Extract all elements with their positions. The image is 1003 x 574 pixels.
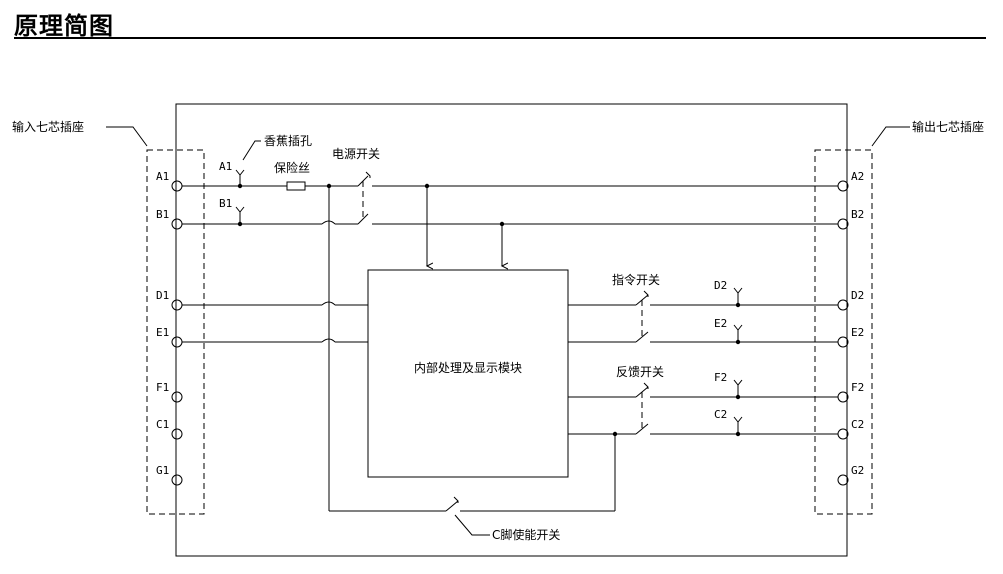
fuse-symbol — [286, 181, 306, 191]
output-socket-leader — [871, 126, 910, 147]
jack-f2-symbol — [733, 379, 743, 397]
pin-d2-label: D2 — [851, 289, 864, 302]
wire-b-line — [182, 220, 838, 225]
pin-g1-circle — [171, 474, 183, 486]
jack-c2-label: C2 — [714, 408, 727, 421]
pin-c2-circle — [837, 428, 849, 440]
pin-b1-label: B1 — [156, 208, 169, 221]
pin-d1-label: D1 — [156, 289, 169, 302]
wire-c-enable-loop — [328, 186, 616, 512]
left-socket-pins — [171, 180, 183, 486]
feedback-switch-symbol — [635, 382, 649, 435]
command-switch-symbol — [635, 290, 649, 343]
right-socket-pins — [837, 180, 849, 486]
jack-d2-label: D2 — [714, 279, 727, 292]
pin-a1-circle — [171, 180, 183, 192]
jack-a1-symbol — [235, 169, 245, 186]
input-socket-leader — [106, 126, 148, 147]
pin-f1-label: F1 — [156, 381, 169, 394]
input-socket-label: 输入七芯插座 — [12, 119, 84, 134]
wire-d-line — [182, 301, 838, 306]
pin-a1-label: A1 — [156, 170, 169, 183]
power-switch-symbol — [357, 171, 371, 225]
pin-f2-circle — [837, 391, 849, 403]
c-enable-switch-symbol — [445, 496, 459, 512]
pin-g2-label: G2 — [851, 464, 864, 477]
pin-a2-label: A2 — [851, 170, 864, 183]
pin-b2-circle — [837, 218, 849, 230]
jack-a1-label: A1 — [219, 160, 232, 173]
processing-module-label: 内部处理及显示模块 — [414, 360, 522, 375]
output-socket-box — [814, 149, 873, 515]
pin-d2-circle — [837, 299, 849, 311]
jack-f2-label: F2 — [714, 371, 727, 384]
pin-g1-label: G1 — [156, 464, 169, 477]
pin-e2-label: E2 — [851, 326, 864, 339]
pin-e2-circle — [837, 336, 849, 348]
pin-f2-label: F2 — [851, 381, 864, 394]
enclosure-outline — [175, 103, 848, 557]
power-feed-arrows — [427, 186, 502, 266]
feedback-switch-label: 反馈开关 — [616, 365, 664, 379]
jack-c2-symbol — [733, 416, 743, 434]
pin-c1-label: C1 — [156, 418, 169, 431]
fuse-label: 保险丝 — [274, 160, 310, 175]
banana-jack-leader — [242, 140, 261, 161]
jack-e2-symbol — [733, 324, 743, 342]
processing-module-box — [367, 269, 569, 478]
pin-c1-circle — [171, 428, 183, 440]
input-socket-box — [146, 149, 205, 515]
junction-dots — [237, 183, 741, 437]
banana-jack-label: 香蕉插孔 — [264, 134, 312, 148]
wire-e-line — [182, 338, 838, 343]
jack-b1-label: B1 — [219, 197, 232, 210]
c-enable-leader — [454, 514, 490, 536]
pin-e1-circle — [171, 336, 183, 348]
pin-g2-circle — [837, 474, 849, 486]
pin-f1-circle — [171, 391, 183, 403]
jack-b1-symbol — [235, 206, 245, 224]
pin-e1-label: E1 — [156, 326, 169, 339]
jack-d2-symbol — [733, 287, 743, 305]
pin-c2-label: C2 — [851, 418, 864, 431]
power-switch-label: 电源开关 — [332, 147, 380, 161]
title-divider — [14, 37, 986, 39]
c-enable-switch-label: C脚使能开关 — [492, 527, 560, 542]
jack-e2-label: E2 — [714, 317, 727, 330]
pin-b2-label: B2 — [851, 208, 864, 221]
command-switch-label: 指令开关 — [612, 272, 660, 287]
page-title: 原理简图 — [14, 12, 114, 40]
pin-a2-circle — [837, 180, 849, 192]
pin-b1-circle — [171, 218, 183, 230]
pin-d1-circle — [171, 299, 183, 311]
output-socket-label: 输出七芯插座 — [912, 119, 984, 134]
